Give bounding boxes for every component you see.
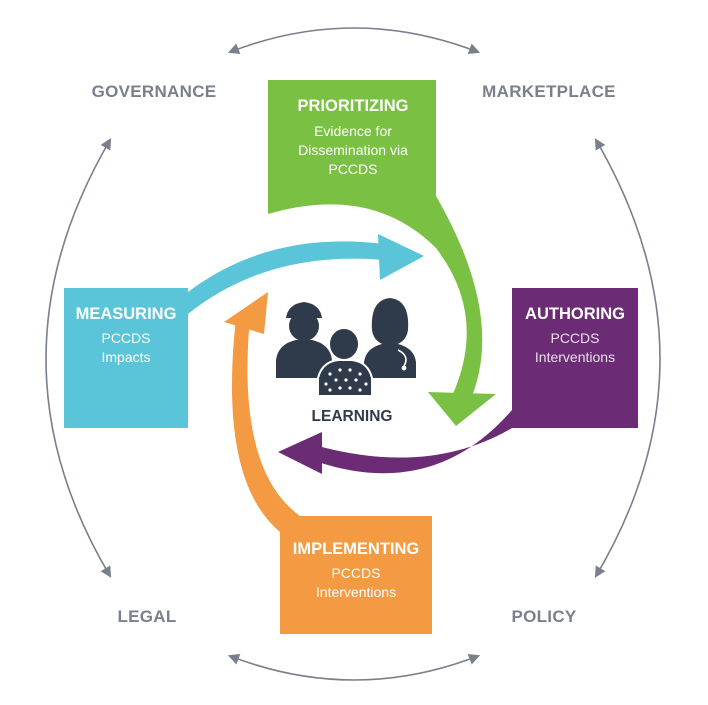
- marketplace-label: MARKETPLACE: [482, 82, 616, 101]
- clinician-icon: [276, 302, 332, 378]
- prioritizing-line-1: Evidence for: [314, 123, 392, 139]
- prioritizing-arrow-head: [428, 392, 496, 426]
- implementing-line-2: Interventions: [316, 584, 396, 600]
- outer-arrow-top: [227, 27, 481, 54]
- authoring-line-2: Interventions: [535, 349, 615, 365]
- prioritizing-box: [268, 80, 436, 196]
- prioritizing-title: PRIORITIZING: [298, 97, 409, 115]
- implementing-arrow-body: [231, 318, 300, 532]
- outer-arrow-right: [594, 138, 661, 578]
- prioritizing-arrow-body: [268, 196, 483, 396]
- authoring-title: AUTHORING: [525, 305, 625, 323]
- prioritizing-block: PRIORITIZING Evidence for Dissemination …: [268, 80, 496, 426]
- authoring-arrow-body: [318, 410, 512, 474]
- implementing-line-1: PCCDS: [331, 565, 380, 581]
- implementing-block: IMPLEMENTING PCCDS Interventions: [224, 292, 432, 634]
- nurse-icon: [364, 298, 416, 378]
- implementing-title: IMPLEMENTING: [293, 540, 420, 558]
- authoring-box: [512, 288, 638, 428]
- outer-ring: [45, 27, 661, 681]
- prioritizing-line-2: Dissemination via: [298, 142, 408, 158]
- governance-label: GOVERNANCE: [92, 82, 217, 101]
- measuring-line-1: PCCDS: [101, 330, 150, 346]
- outer-arrow-bottom: [227, 654, 481, 681]
- outer-arrow-left: [45, 138, 112, 578]
- measuring-line-2: Impacts: [101, 349, 150, 365]
- implementing-arrow-head: [224, 292, 268, 334]
- legal-label: LEGAL: [117, 607, 176, 626]
- measuring-arrow-body: [188, 241, 384, 314]
- prioritizing-line-3: PCCDS: [328, 161, 377, 177]
- implementing-box: [280, 516, 432, 634]
- authoring-block: AUTHORING PCCDS Interventions: [278, 288, 638, 474]
- authoring-arrow-head: [278, 432, 322, 474]
- learning-label: LEARNING: [312, 408, 393, 425]
- measuring-box: [64, 288, 188, 428]
- authoring-line-1: PCCDS: [550, 330, 599, 346]
- care-team-people-icon: [276, 298, 416, 397]
- measuring-title: MEASURING: [76, 305, 177, 323]
- policy-label: POLICY: [511, 607, 576, 626]
- measuring-arrow-head: [378, 234, 424, 280]
- measuring-block: MEASURING PCCDS Impacts: [64, 234, 424, 428]
- patient-icon: [317, 327, 373, 397]
